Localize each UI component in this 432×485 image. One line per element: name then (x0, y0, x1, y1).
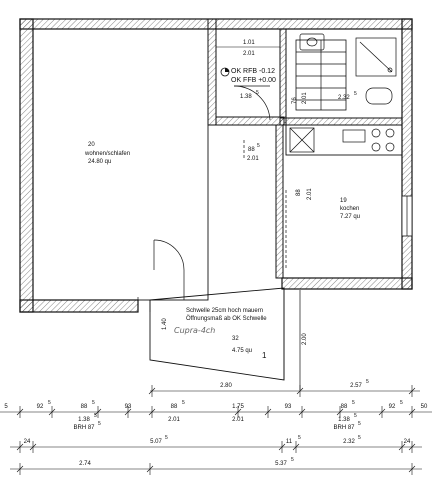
section-mark: 1 (262, 351, 267, 360)
inner-wall-bath (279, 28, 287, 126)
dim-door-1: 1.38 (240, 94, 252, 100)
dim-row4-sup-1: 5 (291, 457, 294, 463)
dim-bath-height-b: 76 (292, 97, 298, 104)
room-kitchen-name: kochen (340, 206, 359, 212)
dim-bath-width: 1.01 (243, 40, 255, 46)
bottom-wall-right (281, 277, 413, 290)
dim-row2-sub-7: 1.38 (338, 417, 350, 423)
dim-row3-label-1: 5.07 (150, 439, 162, 445)
dim-living-door-h: 2.01 (247, 156, 259, 162)
dim-row2-label-6: 93 (285, 404, 292, 410)
left-wall (19, 18, 34, 313)
dim-row4-label-0: 2.74 (79, 461, 91, 467)
inner-wall-h2 (279, 117, 403, 126)
dim-row3-sup-1: 5 (165, 435, 168, 441)
dim-row2-sub-sup-2: 5 (94, 413, 97, 419)
terrace-door (153, 239, 185, 300)
window-bottom (137, 297, 151, 312)
stove-icon (371, 128, 381, 138)
dim-door-1-sup: 5 (256, 90, 259, 96)
dim-row2-sup-1: 5 (48, 400, 51, 406)
dim-living-door: 88 (248, 147, 255, 153)
kitchen-counter (285, 124, 403, 156)
dim-bath-depth-sup: 5 (354, 91, 357, 97)
shower-icon (355, 37, 397, 77)
bottom-wall-left (19, 299, 139, 313)
dim-row2-brh-2: BRH 87 (73, 425, 95, 431)
dim-row2-brh-sup-2: 5 (98, 421, 101, 427)
dim-row2-sub-sup-7: 5 (354, 413, 357, 419)
dim-kitchen-door-h: 2.01 (307, 188, 313, 200)
terrace-scribble: Cupra-4ch (174, 326, 215, 335)
room-living-area: 24.80 qu (88, 159, 111, 165)
dim-row2-brh-sup-7: 5 (358, 421, 361, 427)
dim-row1-label-0: 2.80 (220, 383, 232, 389)
toilet-icon (365, 87, 393, 105)
dim-bath-height: 2.01 (302, 92, 308, 104)
room-living (32, 28, 209, 301)
dim-row2-label-9: 50 (421, 404, 428, 410)
dim-bath-width2: 2.01 (243, 51, 255, 57)
washbasin-icon (299, 33, 325, 51)
dim-row2-label-1: 92 (37, 404, 44, 410)
terrace-note-2: Öffnungsmaß ab OK Schwelle (186, 315, 267, 322)
terrace-w: 1.40 (162, 318, 168, 330)
dim-row3-label-2: 11 (286, 439, 293, 445)
outer-walls (19, 18, 413, 313)
dim-row2-label-7: 88 (341, 404, 348, 410)
dim-row2-sub-4: 2.01 (168, 417, 180, 423)
sink-icon (289, 127, 315, 153)
level-marker: OK RFB -0.12 OK FFB +0.00 (220, 67, 276, 84)
dim-living-door-sup: 5 (257, 143, 260, 149)
room-kitchen-number: 19 (340, 198, 347, 204)
dim-row1-label-1: 2.57 (350, 383, 362, 389)
dim-row2-brh-7: BRH 87 (333, 425, 355, 431)
dim-row3-label-0: 24 (24, 439, 31, 445)
dim-row2-sub-5: 2.01 (232, 417, 244, 423)
dim-row2-label-0: 5 (4, 404, 8, 410)
stairs (295, 39, 347, 111)
dim-row2-sup-7: 5 (352, 400, 355, 406)
kitchen-window (401, 195, 413, 237)
level-finished: OK FFB +0.00 (231, 77, 276, 84)
dim-row3-label-3: 2.32 (343, 439, 355, 445)
dim-row4-label-1: 5.37 (275, 461, 287, 467)
dim-row2-label-2: 88 (81, 404, 88, 410)
dim-row2-label-4: 88 (171, 404, 178, 410)
terrace-number: 32 (232, 336, 239, 342)
dim-kitchen-door: 88 (296, 189, 302, 196)
room-kitchen-area: 7.27 qu (340, 214, 360, 220)
dim-row3-sup-2: 5 (298, 435, 301, 441)
dim-row3-sup-3: 5 (358, 435, 361, 441)
dim-row2-label-8: 92 (389, 404, 396, 410)
dim-row2-sup-8: 5 (400, 400, 403, 406)
level-floor: OK RFB -0.12 (231, 68, 275, 75)
dim-row2-sup-2: 5 (92, 400, 95, 406)
dim-bath-depth: 2.32 (338, 95, 350, 101)
terrace-h: 2.00 (302, 333, 308, 345)
dim-row1-sup-1: 5 (366, 379, 369, 385)
dim-row2-sub-2: 1.38 (78, 417, 90, 423)
dim-row2-sup-4: 5 (182, 400, 185, 406)
terrace-area: 4.75 qu (232, 348, 252, 354)
room-living-number: 20 (88, 142, 95, 148)
terrace-note-1: Schwelle 25cm hoch mauern (186, 308, 263, 314)
terrace (149, 287, 301, 390)
dim-row3-label-4: 24 (404, 439, 411, 445)
inner-wall-v1b (215, 116, 285, 126)
inner-wall-v2 (275, 124, 284, 279)
corridor-door (233, 85, 271, 121)
dim-row2-label-3: 93 (125, 404, 132, 410)
inner-wall-v1 (207, 18, 217, 126)
right-wall (401, 18, 413, 290)
dim-row2-label-5: 1.75 (232, 404, 244, 410)
room-living-name: wohnen/schlafen (84, 151, 130, 157)
bathroom-fixtures (299, 33, 397, 105)
